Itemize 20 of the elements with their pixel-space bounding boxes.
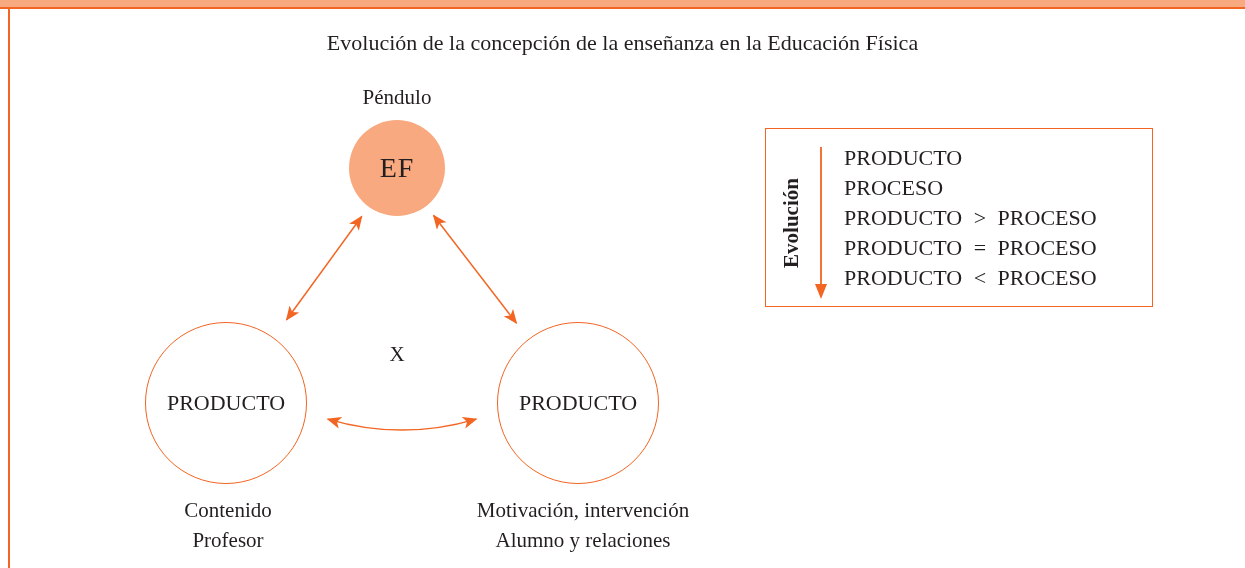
vertical-heading: Evolución: [778, 178, 804, 268]
list-item: PROCESO: [844, 174, 945, 202]
list-item: PRODUCTO = PROCESO: [844, 234, 1097, 262]
node-caption: Profesor: [192, 527, 264, 554]
list-item: PRODUCTO > PROCESO: [844, 204, 1097, 232]
node-label: PRODUCTO: [518, 390, 638, 416]
evolution-box: [765, 128, 1153, 307]
node-caption: Motivación, intervención: [476, 497, 690, 524]
double-arrow: [326, 416, 478, 431]
double-arrow: [432, 214, 518, 324]
list-item: PRODUCTO < PROCESO: [844, 264, 1097, 292]
node-caption: Alumno y relaciones: [495, 527, 671, 554]
double-arrow: [285, 215, 363, 321]
diagram-title: Evolución de la concepción de la enseñanza en la Educación Física: [326, 30, 919, 55]
node-label: PRODUCTO: [166, 390, 286, 416]
center-mark: X: [389, 341, 405, 367]
list-item: PRODUCTO: [844, 144, 964, 172]
node-label: EF: [379, 152, 415, 184]
node-caption: Contenido: [184, 497, 272, 524]
node-caption: Péndulo: [362, 84, 432, 111]
